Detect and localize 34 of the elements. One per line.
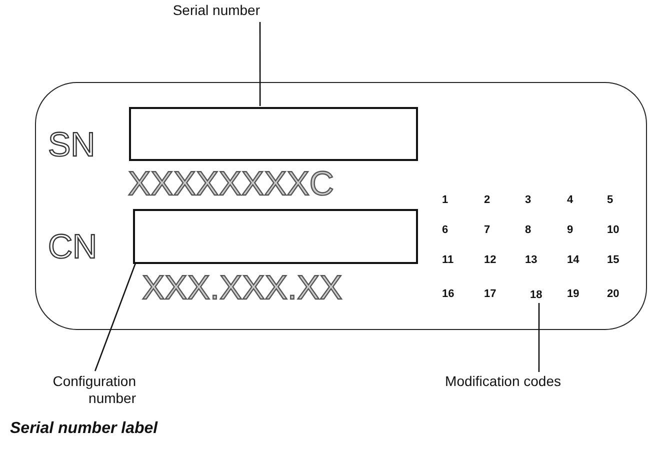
leader-line: [538, 303, 540, 372]
number-template: XXXXXXXXC: [128, 166, 334, 202]
leader-caption: Serial number: [150, 2, 260, 19]
field-prefix: CN: [48, 229, 98, 265]
leader-line: [94, 262, 136, 372]
leader-line: [259, 22, 261, 106]
leader-caption: Configuration number: [12, 373, 136, 407]
code-number: 20: [607, 288, 620, 301]
code-number: 10: [607, 224, 620, 237]
code-number: 13: [525, 254, 538, 267]
blank-field: [133, 209, 418, 264]
figure-caption: Serial number label: [10, 420, 158, 438]
number-template: XXX.XXX.XX: [142, 270, 342, 306]
code-number: 14: [567, 254, 580, 267]
code-number: 7: [484, 224, 490, 237]
code-number: 6: [442, 224, 448, 237]
code-number: 1: [442, 194, 448, 207]
code-number: 2: [484, 194, 490, 207]
code-number: 17: [484, 288, 496, 301]
code-number: 4: [567, 194, 574, 207]
code-number: 3: [525, 194, 532, 207]
blank-field: [129, 107, 418, 161]
code-number: 12: [484, 254, 496, 267]
field-prefix: SN: [48, 127, 96, 163]
code-number: 8: [525, 224, 532, 237]
leader-caption: Modification codes: [440, 373, 561, 390]
code-number: 15: [607, 254, 620, 267]
code-number: 19: [567, 288, 580, 301]
label-outline: [35, 82, 647, 330]
code-number: 5: [607, 194, 614, 207]
code-number: 11: [442, 254, 454, 267]
code-number: 18: [530, 289, 550, 302]
code-number: 16: [442, 288, 454, 301]
code-number: 9: [567, 224, 574, 237]
